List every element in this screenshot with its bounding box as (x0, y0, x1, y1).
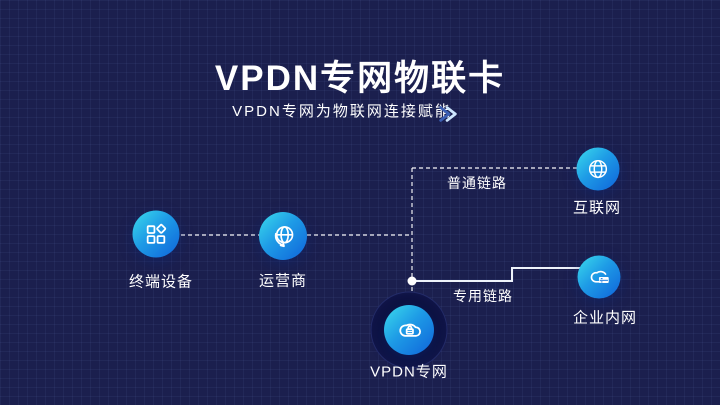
node-label-intranet: 企业内网 (572, 309, 638, 327)
node-internet (576, 147, 620, 191)
node-carrier (259, 212, 307, 260)
node-intranet (577, 255, 621, 299)
page-subtitle: VPDN专网为物联网连接赋能 (232, 103, 452, 120)
node-label-carrier: 运营商 (258, 272, 308, 290)
cloud-lock-icon (399, 323, 421, 337)
cloud-server-icon (590, 270, 609, 283)
globe-arrow-icon (274, 225, 293, 247)
node-label-vpdn-network: VPDN专网 (370, 363, 448, 381)
globe-icon (588, 159, 608, 179)
node-label-terminal-device: 终端设备 (128, 273, 194, 291)
link-label-dedicated: 专用链路 (453, 288, 513, 304)
link-label-normal: 普通链路 (447, 175, 507, 191)
node-label-internet: 互联网 (572, 199, 622, 217)
node-terminal-device (132, 210, 180, 258)
node-vpdn-network (384, 305, 434, 355)
page-title: VPDN专网物联卡 (214, 59, 506, 98)
junction-dot (407, 276, 417, 286)
app-grid-icon (146, 223, 167, 244)
solid-line-junction-to-intranet (412, 267, 582, 282)
double-chevron-right-icon (439, 106, 457, 122)
